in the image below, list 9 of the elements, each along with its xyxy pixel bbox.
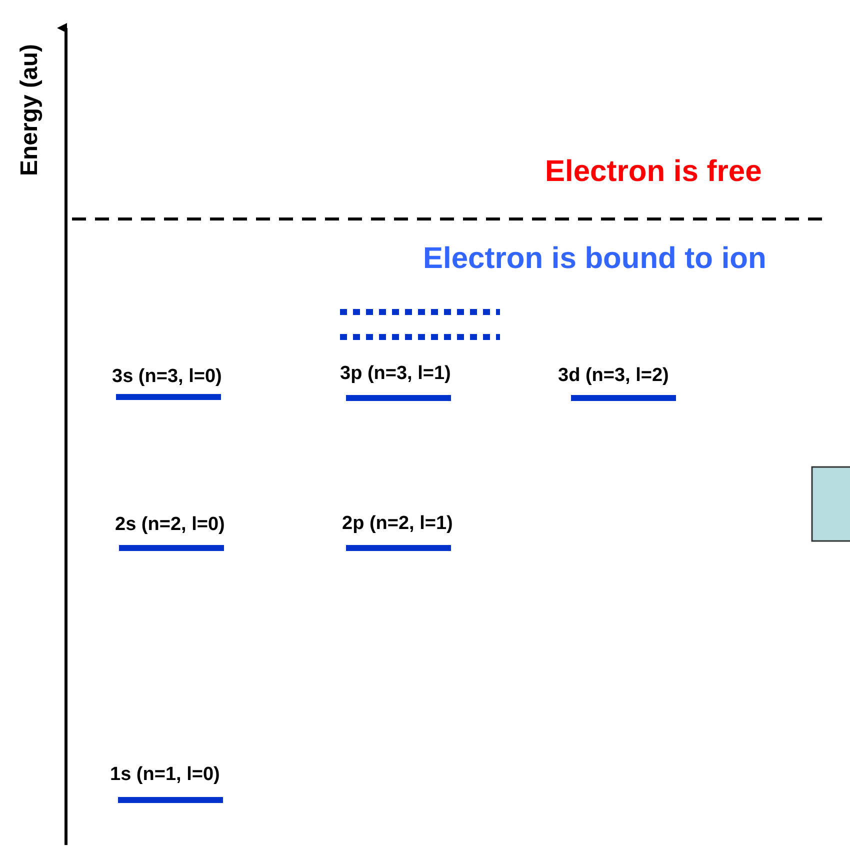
level-label: 1s (n=1, l=0) xyxy=(110,765,220,784)
level-label: 2s (n=2, l=0) xyxy=(115,515,225,534)
level-label: 3p (n=3, l=1) xyxy=(340,364,451,383)
level-label: 3d (n=3, l=2) xyxy=(558,366,669,385)
region-label: Electron is free xyxy=(545,157,762,187)
region-label: Electron is bound to ion xyxy=(423,244,766,274)
level-label: 2p (n=2, l=1) xyxy=(342,514,453,533)
level-label: 3s (n=3, l=0) xyxy=(112,367,222,386)
axis-title: Energy (au) xyxy=(18,44,42,176)
